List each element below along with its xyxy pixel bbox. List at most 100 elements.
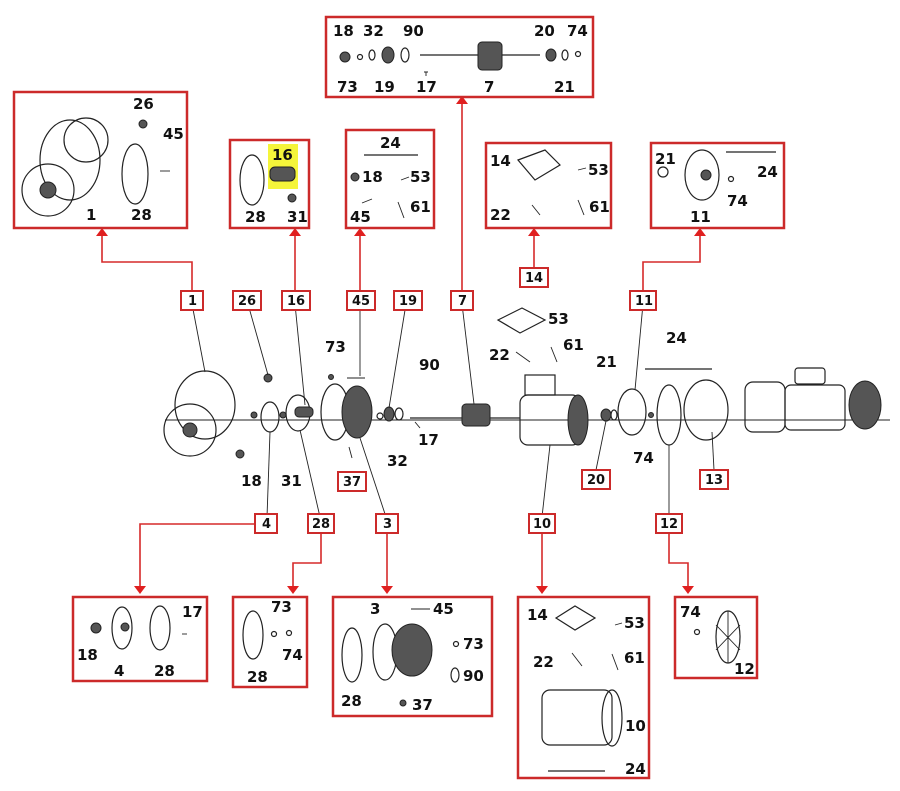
kit-7-box[interactable]: 18 32 90 20 74 73 19 17 7 21 [324, 15, 595, 99]
callout-tag-16[interactable]: 16 [281, 290, 311, 311]
callout-tag-label: 26 [238, 294, 256, 309]
kit-16-label: 28 [245, 208, 266, 226]
kit-12-label: 74 [680, 603, 701, 621]
main-part-73 [328, 374, 334, 380]
main-part-12-fan [656, 384, 682, 446]
arrow-down-10 [536, 586, 548, 594]
part-3-body [391, 623, 433, 677]
part-61-screw [577, 199, 585, 216]
kit-1-box[interactable]: 26 45 1 28 [12, 90, 189, 230]
callout-tag-10[interactable]: 10 [528, 513, 556, 534]
kit-10-label: 22 [533, 653, 554, 671]
main-part-1-flange [163, 403, 217, 457]
kit-14-box[interactable]: 14 53 22 61 [484, 141, 613, 230]
callout-tag-14[interactable]: 14 [519, 267, 549, 288]
callout-tag-7[interactable]: 7 [450, 290, 474, 311]
part-19-bearing [381, 46, 395, 64]
part-74-washer [574, 50, 582, 58]
main-label-32: 32 [387, 452, 408, 470]
part-90-oring [400, 47, 410, 63]
callout-tag-label: 3 [383, 517, 392, 532]
main-part-terminal-base [524, 374, 556, 396]
callout-tag-label: 20 [587, 473, 605, 488]
main-label-21: 21 [596, 353, 617, 371]
connector-lines [96, 96, 706, 594]
part-16-seal [269, 166, 296, 182]
kit-3-label: 37 [412, 696, 433, 714]
part-11-bearing-seat [700, 169, 712, 181]
leader-13 [711, 431, 715, 471]
callout-tag-26[interactable]: 26 [232, 290, 262, 311]
main-part-1-port [182, 422, 198, 438]
kit-10-box[interactable]: 14 53 22 61 10 24 [516, 595, 651, 780]
part-17-key [424, 71, 428, 76]
kit-11-label: 11 [690, 208, 711, 226]
callout-tag-label: 7 [458, 294, 467, 309]
main-part-26-plug [263, 373, 273, 383]
part-73-washer [452, 640, 460, 648]
kit-14-label: 22 [490, 206, 511, 224]
part-22-terminal [531, 204, 541, 216]
kit-11-label: 24 [757, 163, 778, 181]
kit-11-label: 74 [727, 192, 748, 210]
callout-tag-3[interactable]: 3 [375, 513, 399, 534]
part-1-port [39, 181, 57, 199]
callout-tag-11[interactable]: 11 [629, 290, 657, 311]
main-part-14-cover [496, 307, 547, 334]
connector-28 [292, 532, 322, 586]
part-4-impeller [111, 606, 133, 650]
part-28-oring [341, 627, 363, 683]
part-74-washer [285, 629, 293, 637]
callout-tag-1[interactable]: 1 [180, 290, 204, 311]
main-label-22: 22 [489, 346, 510, 364]
kit-28-box[interactable]: 73 74 28 [231, 595, 309, 689]
leader-26 [247, 303, 269, 376]
kit-1-label: 1 [86, 206, 96, 224]
callout-tag-19[interactable]: 19 [393, 290, 423, 311]
kit-10-label: 10 [625, 717, 646, 735]
callout-tag-label: 19 [399, 294, 417, 309]
callout-tag-label: 28 [312, 517, 330, 532]
kit-16-box[interactable]: 16 28 31 [228, 138, 311, 230]
callout-tag-label: 4 [262, 517, 271, 532]
kit-1-label: 26 [133, 95, 154, 113]
callout-tag-label: 45 [352, 294, 370, 309]
callout-tag-label: 11 [635, 294, 653, 309]
kit-45-box[interactable]: 24 18 53 45 61 [344, 128, 436, 230]
callout-tag-13[interactable]: 13 [699, 469, 729, 490]
kit-12-box[interactable]: 74 12 [673, 595, 759, 680]
main-part-7-rotor [461, 403, 491, 427]
main-part-22-terminal [515, 351, 531, 363]
main-label-74: 74 [633, 449, 654, 467]
part-1-housing [39, 119, 101, 201]
part-74-washer [693, 628, 701, 636]
kit-7-label: 18 [333, 22, 354, 40]
arrow-up-11 [694, 228, 706, 236]
part-28-oring [239, 154, 265, 206]
main-part-11-end-shield [617, 388, 647, 436]
callout-tag-37[interactable]: 37 [337, 471, 367, 492]
connector-11 [642, 236, 701, 291]
kit-28-label: 74 [282, 646, 303, 664]
part-31-nut [287, 193, 297, 203]
arrow-up-14 [528, 228, 540, 236]
part-61-screw [397, 201, 405, 219]
callout-tag-28[interactable]: 28 [307, 513, 335, 534]
kit-11-box[interactable]: 21 24 74 11 [649, 141, 786, 230]
arrow-up-1 [96, 228, 108, 236]
callout-tag-label: 37 [343, 475, 361, 490]
part-53-screw [400, 176, 410, 181]
main-label-61: 61 [563, 336, 584, 354]
callout-tag-4[interactable]: 4 [254, 513, 278, 534]
kit-4-box[interactable]: 17 18 4 28 [71, 595, 209, 683]
callout-tag-12[interactable]: 12 [655, 513, 683, 534]
kit-3-label: 28 [341, 692, 362, 710]
callout-tag-20[interactable]: 20 [581, 469, 611, 490]
kit-7-label: 90 [403, 22, 424, 40]
part-74-washer [727, 175, 735, 183]
callout-tag-45[interactable]: 45 [346, 290, 376, 311]
kit-3-box[interactable]: 3 45 73 90 28 37 [331, 595, 494, 718]
main-part-17-key [414, 421, 421, 429]
main-label-31: 31 [281, 472, 302, 490]
